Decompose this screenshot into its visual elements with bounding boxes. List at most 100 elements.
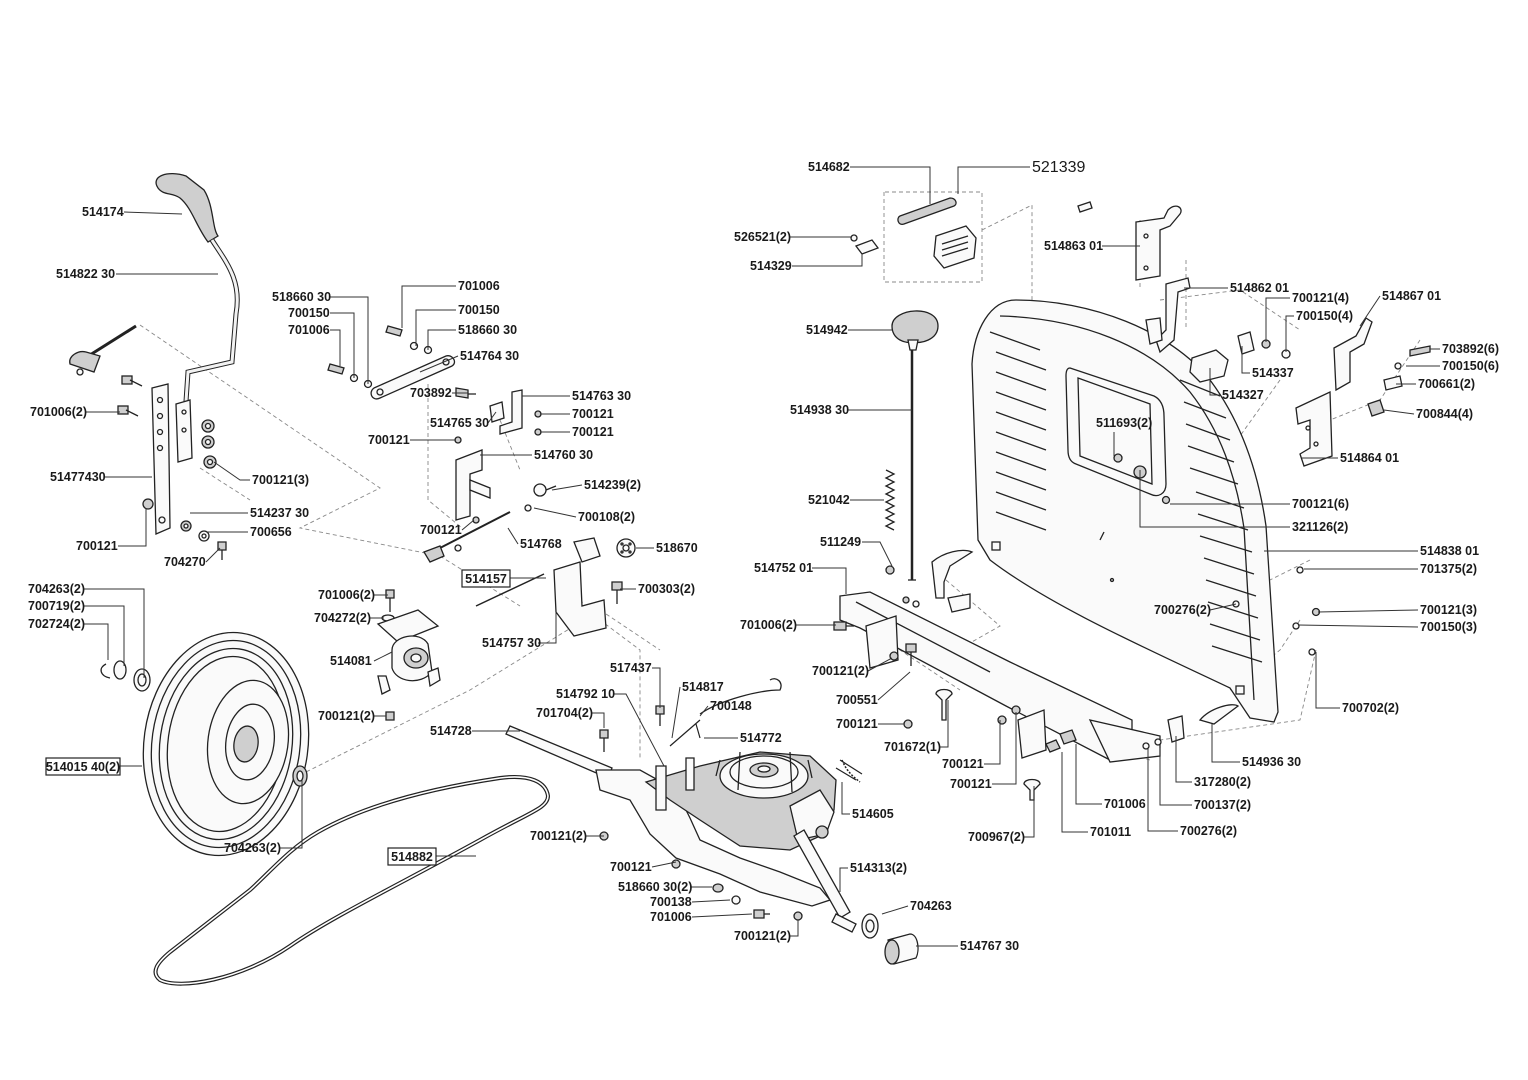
leader-line xyxy=(123,211,183,215)
bracket-514862 xyxy=(1155,277,1191,354)
part-label: 514237 30 xyxy=(250,506,309,520)
leader-line xyxy=(1317,609,1419,613)
part-label: 701704(2) xyxy=(536,706,593,720)
leader-line xyxy=(487,411,497,424)
leader-line xyxy=(592,712,605,728)
part-label: 514822 30 xyxy=(56,267,115,281)
leader-line xyxy=(1285,315,1294,352)
leader-line xyxy=(213,461,250,481)
leader-line xyxy=(507,527,519,545)
leader-line xyxy=(614,693,665,767)
part-label: 521042 xyxy=(808,493,850,507)
boxed-part-label: 514015 40(2) xyxy=(46,760,120,774)
part-label: 514682 xyxy=(808,160,850,174)
leader-line xyxy=(812,567,847,594)
part-label: 700150 xyxy=(288,306,330,320)
leader-line xyxy=(1209,368,1220,396)
leader-line xyxy=(699,705,709,717)
bolt-701006-a xyxy=(121,375,143,387)
part-label: 514313(2) xyxy=(850,861,907,875)
leader-lines xyxy=(84,166,1440,947)
bracket-514763 xyxy=(499,389,523,435)
panel-vents xyxy=(989,331,1263,663)
wheel-514015 xyxy=(100,631,310,857)
part-label: 517437 xyxy=(610,661,652,675)
part-label: 514605 xyxy=(852,807,894,821)
part-label: 701006 xyxy=(288,323,330,337)
part-label: 518670 xyxy=(656,541,698,555)
leader-line xyxy=(330,329,341,366)
part-label: 700276(2) xyxy=(1180,824,1237,838)
leader-line xyxy=(992,712,1017,785)
leader-line xyxy=(84,623,109,660)
leader-line xyxy=(538,612,557,644)
part-label: 514817 xyxy=(682,680,724,694)
part-label: 700121(3) xyxy=(252,473,309,487)
transmission-514792 xyxy=(505,678,919,965)
part-label: 700121 xyxy=(420,523,462,537)
part-label: 700150 xyxy=(458,303,500,317)
leader-line xyxy=(867,657,893,672)
part-label: 701006 xyxy=(458,279,500,293)
part-label: 700150(4) xyxy=(1296,309,1353,323)
leader-line xyxy=(881,905,909,915)
part-label: 700121(4) xyxy=(1292,291,1349,305)
part-label: 700121(2) xyxy=(318,709,375,723)
leader-line xyxy=(551,484,583,491)
part-label: 701006 xyxy=(650,910,692,924)
part-label: 701375(2) xyxy=(1420,562,1477,576)
part-label: 700551 xyxy=(836,693,878,707)
leader-line xyxy=(984,720,1001,765)
boxed-label-frame xyxy=(45,757,121,776)
part-label: 701006(2) xyxy=(318,588,375,602)
leader-line xyxy=(1209,603,1237,611)
leader-line xyxy=(533,507,577,518)
spacer-514157 xyxy=(573,537,601,563)
part-label: 700121(3) xyxy=(1420,603,1477,617)
leader-line xyxy=(1383,409,1415,415)
part-label: 514867 01 xyxy=(1382,289,1441,303)
part-label: 700121(2) xyxy=(734,929,791,943)
part-label: 700121 xyxy=(572,407,614,421)
leader-line xyxy=(1147,748,1178,832)
leader-line xyxy=(373,651,393,662)
part-label: 704263(2) xyxy=(28,582,85,596)
part-label: 700656 xyxy=(250,525,292,539)
part-label: 514329 xyxy=(750,259,792,273)
leader-line xyxy=(427,329,456,350)
switch-514327 xyxy=(1189,349,1229,383)
part-label: 511249 xyxy=(820,535,861,549)
part-label: 321126(2) xyxy=(1292,520,1348,534)
bushing-514765 xyxy=(489,401,505,423)
part-label: 514752 01 xyxy=(754,561,813,575)
leader-line xyxy=(84,605,125,666)
part-label: 700121 xyxy=(942,757,984,771)
bracket-514867 xyxy=(1333,317,1373,392)
part-label: 701672(1) xyxy=(884,740,941,754)
boxed-label-frame xyxy=(461,569,511,588)
leader-line xyxy=(1061,752,1088,833)
bracket-514864 xyxy=(1295,390,1333,467)
part-label: 317280(2) xyxy=(1194,775,1251,789)
part-label: 704263 xyxy=(910,899,952,913)
part-label: 514174 xyxy=(82,205,124,219)
part-label: 526521(2) xyxy=(734,230,791,244)
leader-line xyxy=(1024,786,1035,838)
part-label: 700121(6) xyxy=(1292,497,1349,511)
part-label: 704270 xyxy=(164,555,206,569)
part-label: 514863 01 xyxy=(1044,239,1103,253)
part-label: 514936 30 xyxy=(1242,755,1301,769)
leader-line xyxy=(461,519,475,531)
part-label: 701006(2) xyxy=(740,618,797,632)
switch-kit-521339 xyxy=(850,197,977,269)
leader-line xyxy=(419,355,459,373)
part-label: 700719(2) xyxy=(28,599,85,613)
part-label: 700108(2) xyxy=(578,510,635,524)
part-label: 514792 10 xyxy=(556,687,615,701)
nut-group-700121 xyxy=(201,419,217,469)
leader-line xyxy=(841,782,850,815)
bearing-bracket-514081 xyxy=(376,589,441,721)
leader-line xyxy=(790,920,799,937)
